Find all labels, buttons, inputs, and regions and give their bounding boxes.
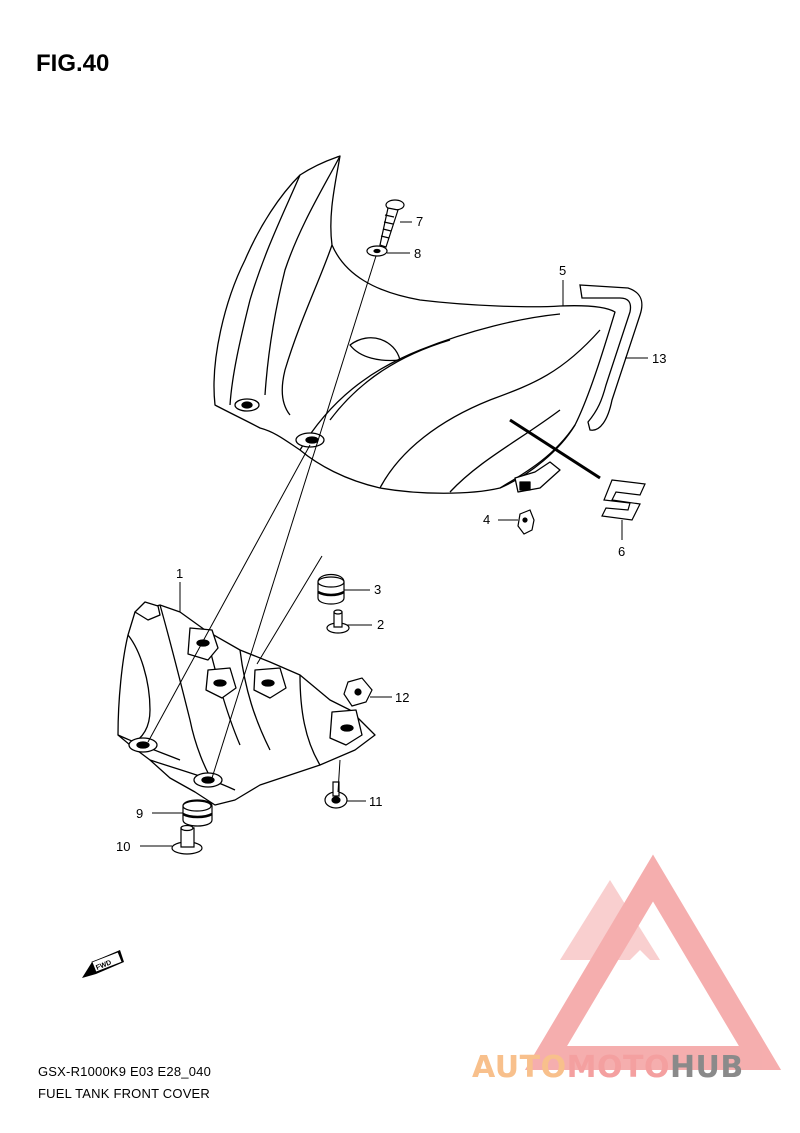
cushion-part <box>182 799 213 827</box>
nut-part <box>343 677 373 707</box>
callout-labels: 1 2 3 4 5 6 7 8 9 10 11 12 13 <box>116 214 666 854</box>
leader-lines <box>140 221 648 847</box>
callout-13: 13 <box>652 351 666 366</box>
trim-strip-part <box>579 284 643 431</box>
watermark-part-hub: HUB <box>669 1050 744 1085</box>
section-name-caption: FUEL TANK FRONT COVER <box>38 1086 211 1101</box>
callout-3: 3 <box>374 582 381 597</box>
watermark-part-auto: AUTO <box>472 1050 567 1085</box>
washer-part <box>366 245 388 257</box>
assembly-guide-lines <box>147 255 601 793</box>
figure-title: FIG.40 <box>36 50 110 77</box>
watermark-logo <box>524 854 782 1070</box>
fuel-tank-front-cover-part <box>213 155 616 494</box>
callout-1: 1 <box>176 566 183 581</box>
cover-base-part <box>117 601 376 806</box>
emblem-part <box>601 479 646 521</box>
callout-8: 8 <box>414 246 421 261</box>
watermark-part-moto: MOTO <box>566 1050 670 1085</box>
watermark-text: AUTOMOTOHUB <box>472 1050 744 1085</box>
screw-part <box>379 199 405 248</box>
forward-direction-marker: FWD <box>82 950 124 978</box>
clip-nut-part <box>517 509 535 535</box>
model-code-caption: GSX-R1000K9 E03 E28_040 <box>38 1064 211 1079</box>
callout-10: 10 <box>116 839 130 854</box>
callout-9: 9 <box>136 806 143 821</box>
callout-12: 12 <box>395 690 409 705</box>
callout-5: 5 <box>559 263 566 278</box>
stud-bolt-part <box>324 781 348 809</box>
callout-2: 2 <box>377 617 384 632</box>
callout-7: 7 <box>416 214 423 229</box>
grommet-part <box>317 573 345 605</box>
callout-4: 4 <box>483 512 490 527</box>
callout-11: 11 <box>369 794 383 809</box>
callout-6: 6 <box>618 544 625 559</box>
spacer-part <box>171 824 203 855</box>
collar-part <box>326 609 350 634</box>
